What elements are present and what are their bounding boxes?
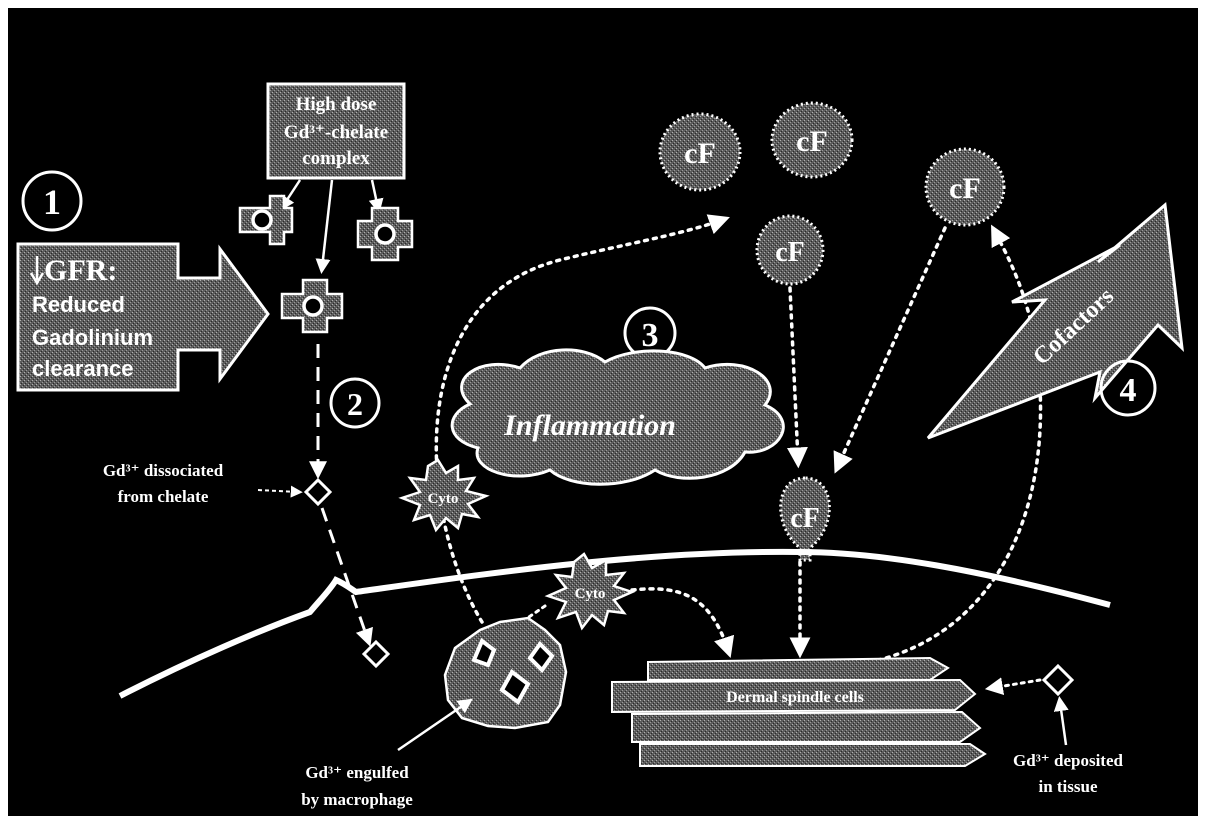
arrow-chelate-right [368, 179, 384, 214]
chelate-line-3: complex [302, 148, 370, 169]
gd-ion-icon [471, 637, 497, 668]
chelate-line-2: Gd³⁺-chelate [284, 122, 388, 143]
gd-ion-icon [1041, 663, 1075, 697]
cf-label: cF [790, 503, 820, 534]
chelate-complex-icon [280, 278, 344, 334]
gd-ion-icon [527, 640, 555, 674]
step-1-badge: 1 [21, 170, 83, 232]
cf-bound-blob: cF [779, 476, 831, 562]
arrow-cf-diagonal [833, 226, 947, 474]
cf-blob: cF [770, 101, 854, 179]
dissociated-label-line-2: from chelate [118, 487, 209, 506]
cyto-burst: Cyto [544, 552, 636, 631]
cyto-label: Cyto [428, 491, 459, 507]
gfr-line-reduced: Reduced [32, 292, 125, 317]
arrow-chelate-down [315, 179, 334, 274]
gfr-line-clearance: clearance [32, 356, 134, 381]
step-1-number: 1 [43, 182, 61, 222]
gfr-box: GFR: Reduced Gadolinium clearance [16, 242, 270, 392]
gfr-label: GFR: [44, 254, 117, 287]
engulfed-label-line-2: by macrophage [301, 790, 413, 809]
cytokine-to-cf-path [434, 214, 730, 624]
chelate-box: High dose Gd³⁺-chelate complex [266, 82, 406, 180]
deposited-label-line-1: Gd³⁺ deposited [1013, 751, 1123, 770]
gd-ion-icon [361, 639, 391, 669]
gd-ion-icon [499, 669, 531, 705]
cf-label: cF [775, 237, 805, 268]
cofactors-bolt: Cofactors [926, 202, 1184, 440]
inflammation-label: Inflammation [503, 409, 676, 442]
gd-ion-icon [303, 477, 333, 507]
step-2-badge: 2 [329, 377, 381, 429]
cf-label: cF [949, 172, 981, 205]
skin-surface-line [118, 548, 1111, 699]
step-3-number: 3 [642, 317, 659, 354]
arrow-cf-down [786, 286, 808, 469]
engulfed-label-line-1: Gd³⁺ engulfed [305, 763, 409, 782]
dermal-spindle-cells: Dermal spindle cells [611, 656, 987, 767]
chelate-complex-icon [356, 206, 414, 262]
step-4-badge: 4 [1099, 359, 1157, 417]
cf-blob: cF [924, 147, 1006, 227]
step-4-number: 4 [1120, 372, 1137, 409]
cf-label: cF [796, 125, 828, 158]
cyto-label: Cyto [575, 586, 606, 602]
arrow-gd-to-cells [984, 677, 1042, 696]
arrow-cyto-cells [630, 587, 735, 658]
gfr-line-gadolinium: Gadolinium [32, 325, 153, 350]
step-2-number: 2 [347, 386, 363, 422]
chelate-line-1: High dose [296, 94, 377, 115]
chelate-complex-icon [238, 194, 294, 246]
cf-blob: cF [658, 112, 742, 192]
down-arrow-icon [29, 256, 45, 286]
arrow-chelate-left [279, 179, 302, 212]
cf-label: cF [684, 137, 716, 170]
dissociated-label-line-1: Gd³⁺ dissociated [103, 461, 224, 480]
cf-blob: cF [755, 214, 825, 286]
cells-to-cf-path [858, 224, 1043, 666]
arrow-deposited [1053, 696, 1069, 746]
dermal-label: Dermal spindle cells [726, 689, 864, 706]
arrow-engulfed [397, 698, 473, 752]
tissue-entry-path [320, 507, 373, 647]
macrophage [443, 616, 568, 730]
cyto-burst: Cyto [398, 458, 490, 533]
deposited-label-line-2: in tissue [1038, 777, 1097, 796]
inflammation-cloud: Inflammation [450, 348, 785, 486]
